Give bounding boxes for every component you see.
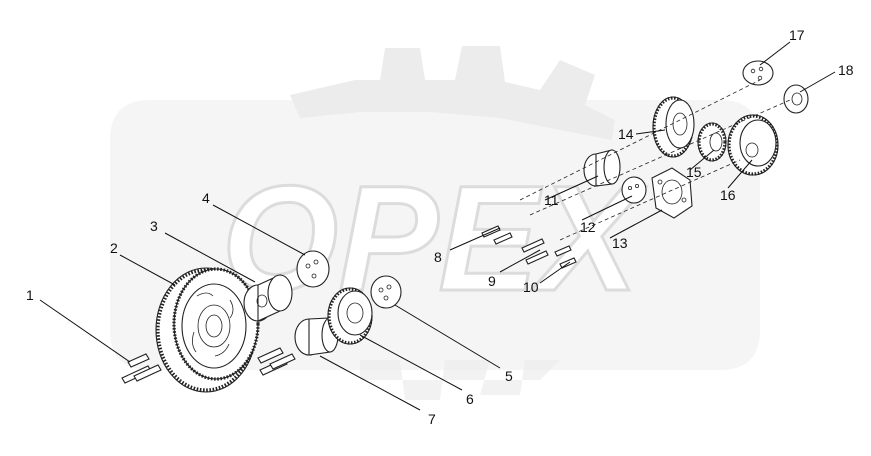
part-pump-housing (651, 167, 693, 219)
callout-labels: 1 2 3 4 5 6 7 8 9 10 11 12 13 14 15 16 1… (26, 27, 854, 427)
callout-2: 2 (110, 240, 118, 256)
callout-14: 14 (618, 126, 634, 142)
bolts-left-group (121, 353, 162, 384)
callout-16: 16 (720, 187, 736, 203)
part-retainer-clip (783, 84, 809, 114)
part-pump-hub (583, 149, 621, 187)
assembly-axis-lines (519, 79, 791, 241)
part-cover-plate (742, 60, 774, 86)
part-small-gear-right (697, 122, 727, 162)
callout-17: 17 (789, 27, 805, 43)
callout-11: 11 (544, 192, 559, 208)
callout-8: 8 (434, 249, 442, 265)
callout-5: 5 (505, 368, 513, 384)
callout-9: 9 (488, 273, 496, 289)
callout-12: 12 (580, 219, 596, 235)
part-hub-shaft (243, 274, 293, 322)
callout-1: 1 (26, 287, 34, 303)
part-thrust-washer-left (296, 250, 330, 288)
bolts-middle-group (257, 347, 296, 376)
callout-18: 18 (838, 62, 854, 78)
part-washer-right (621, 176, 647, 204)
callout-13: 13 (612, 235, 628, 251)
callout-3: 3 (150, 218, 158, 234)
part-drive-gear-right (727, 114, 779, 176)
part-large-gear (155, 267, 260, 393)
leader-lines (39, 41, 836, 411)
callout-10: 10 (523, 279, 539, 295)
callout-15: 15 (686, 164, 702, 180)
part-washer-middle (370, 275, 402, 309)
watermark-cog-bottom (360, 360, 560, 400)
callout-7: 7 (428, 411, 436, 427)
callout-6: 6 (466, 391, 474, 407)
part-large-gear-right (652, 96, 695, 158)
part-medium-gear (327, 287, 373, 345)
callout-4: 4 (202, 190, 210, 206)
